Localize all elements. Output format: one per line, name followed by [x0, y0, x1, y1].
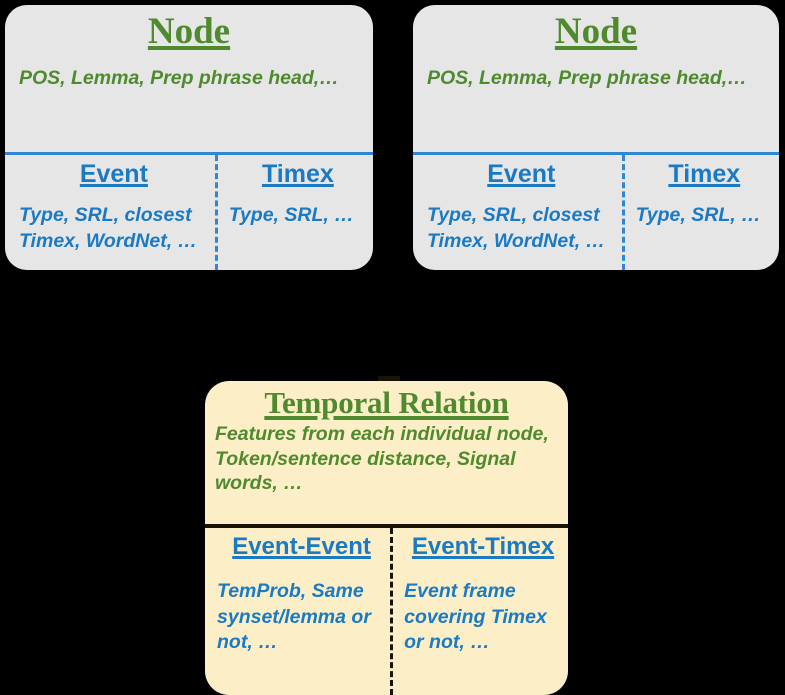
node-left-shared-features: POS, Lemma, Prep phrase head,…	[19, 66, 339, 89]
relation-columns: Event-Event TemProb, Same synset/lemma o…	[205, 528, 568, 695]
node-right-horizontal-divider	[413, 152, 779, 155]
relation-event-timex-features: Event frame covering Timex or not, …	[404, 580, 547, 654]
node-right-vertical-divider	[621, 155, 625, 270]
node-right-event-heading: Event	[487, 160, 556, 188]
relation-title: Temporal Relation	[264, 385, 509, 420]
node-right-event-column: Event Type, SRL, closest Timex, WordNet,…	[413, 155, 622, 270]
node-right-timex-heading: Timex	[668, 160, 741, 188]
node-card-right: Node POS, Lemma, Prep phrase head,… Even…	[413, 5, 779, 270]
relation-vertical-divider	[390, 528, 394, 695]
node-right-title: Node	[554, 11, 638, 52]
relation-event-timex-column: Event-Timex Event frame covering Timex o…	[390, 528, 568, 695]
relation-top-stub	[378, 376, 400, 381]
node-right-columns: Event Type, SRL, closest Timex, WordNet,…	[413, 155, 779, 270]
node-right-event-features: Type, SRL, closest Timex, WordNet, …	[427, 204, 606, 252]
relation-event-event-features: TemProb, Same synset/lemma or not, …	[217, 580, 371, 654]
node-right-shared-features: POS, Lemma, Prep phrase head,…	[427, 66, 747, 89]
node-left-event-features: Type, SRL, closest Timex, WordNet, …	[19, 204, 198, 252]
node-right-timex-column: Timex Type, SRL, …	[622, 155, 779, 270]
node-right-timex-features: Type, SRL, …	[635, 204, 761, 226]
relation-shared-features: Features from each individual node, Toke…	[215, 422, 549, 495]
node-left-columns: Event Type, SRL, closest Timex, WordNet,…	[5, 155, 373, 270]
node-card-left: Node POS, Lemma, Prep phrase head,… Even…	[5, 5, 373, 270]
relation-event-timex-heading: Event-Timex	[411, 533, 555, 560]
temporal-relation-card: Temporal Relation Features from each ind…	[205, 381, 568, 695]
node-left-horizontal-divider	[5, 152, 373, 155]
node-left-timex-heading: Timex	[261, 160, 334, 188]
relation-horizontal-divider	[205, 524, 568, 528]
node-left-timex-features: Type, SRL, …	[228, 204, 354, 226]
node-left-timex-column: Timex Type, SRL, …	[215, 155, 373, 270]
node-left-event-heading: Event	[79, 160, 148, 188]
node-left-vertical-divider	[214, 155, 218, 270]
node-left-title: Node	[147, 11, 231, 52]
node-left-event-column: Event Type, SRL, closest Timex, WordNet,…	[5, 155, 215, 270]
relation-event-event-column: Event-Event TemProb, Same synset/lemma o…	[205, 528, 390, 695]
relation-event-event-heading: Event-Event	[232, 533, 371, 560]
